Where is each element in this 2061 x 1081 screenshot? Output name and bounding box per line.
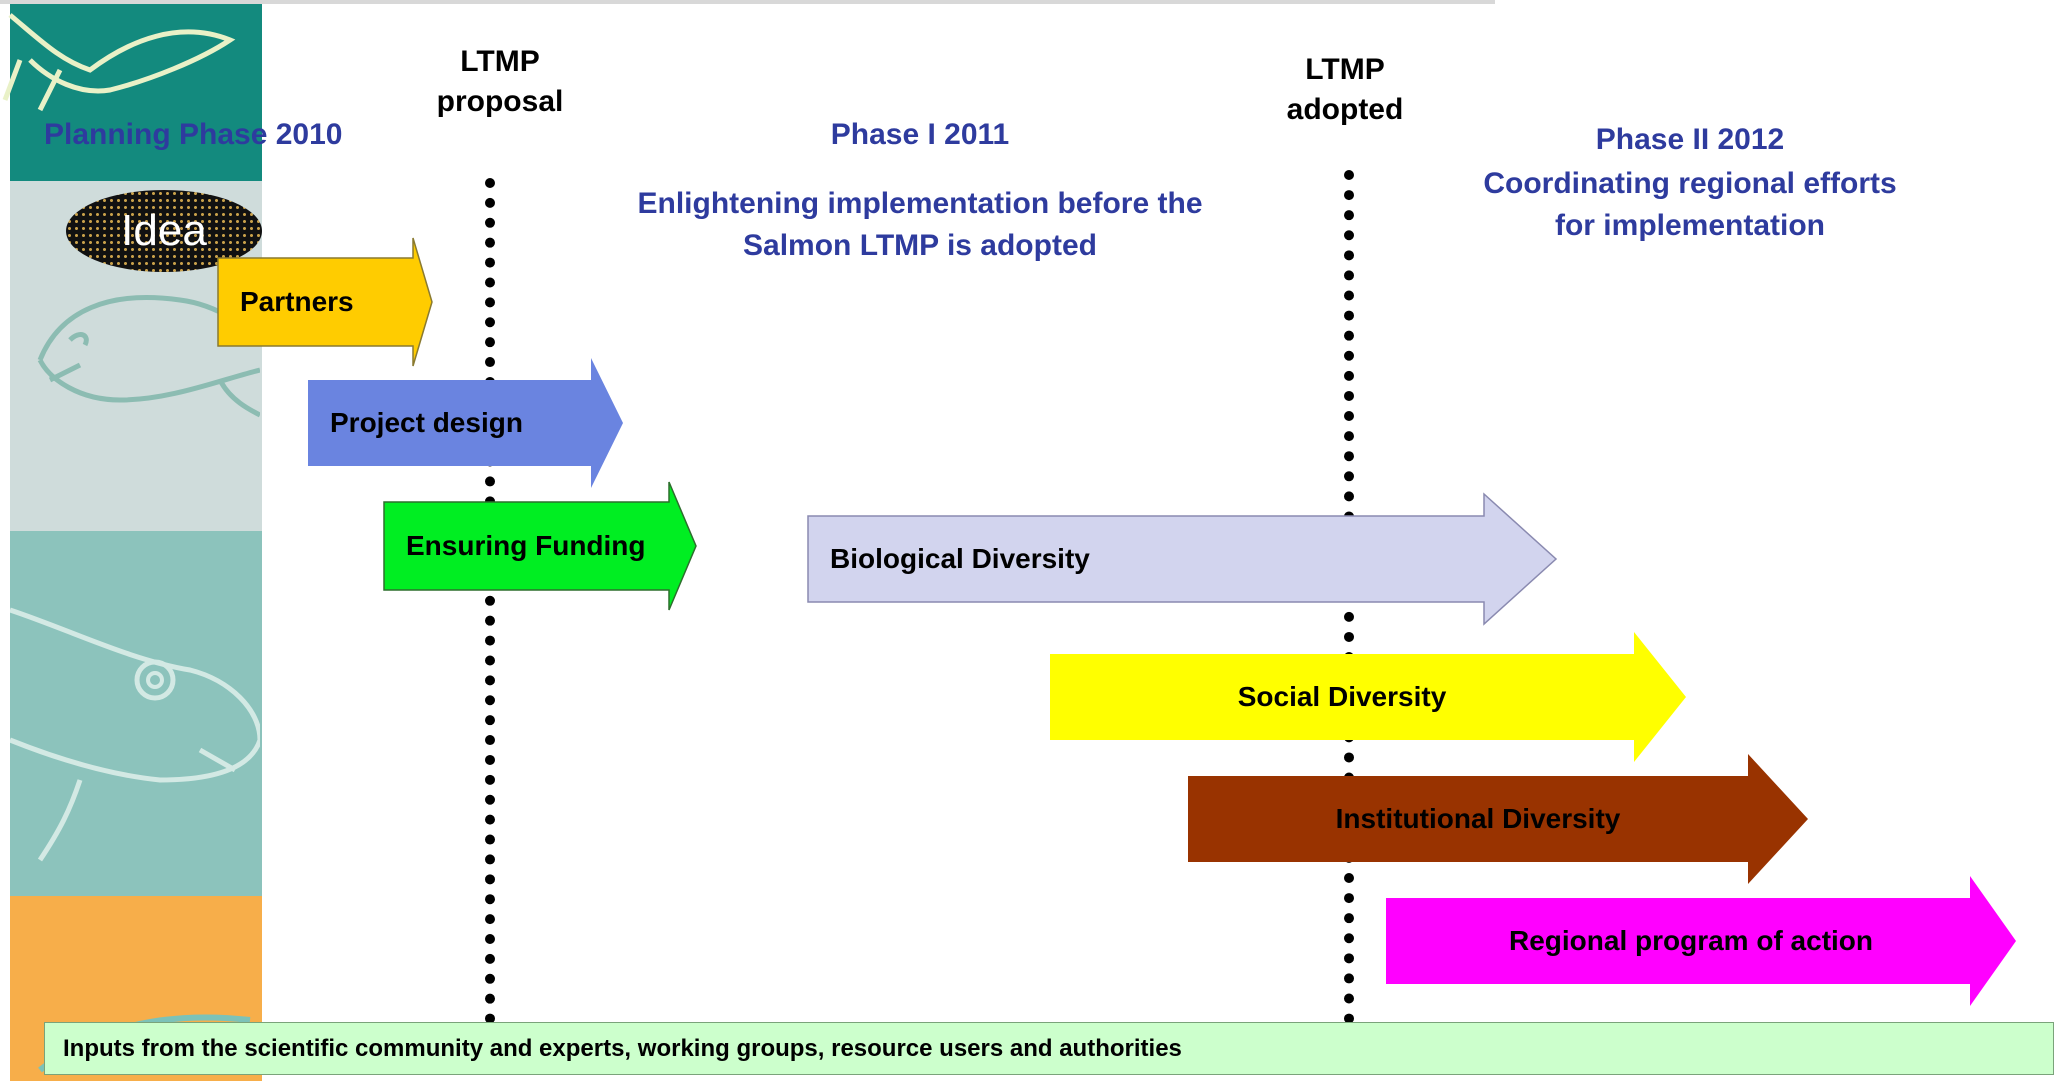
phase2-description: Coordinating regional efforts for implem…: [1483, 167, 1897, 242]
regional-program-label: Regional program of action: [1508, 925, 1874, 956]
biological-diversity-label: Biological Diversity: [830, 543, 1090, 574]
ensuring-funding-arrow: Ensuring Funding: [383, 481, 697, 611]
inputs-bar-text: Inputs from the scientific community and…: [63, 1034, 1182, 1062]
milestone-proposal-label: LTMP proposal: [436, 45, 564, 118]
ensuring-funding-arrow-shape: [383, 481, 697, 611]
institutional-diversity-label: Institutional Diversity: [1335, 803, 1621, 834]
social-diversity-label: Social Diversity: [1237, 681, 1447, 712]
phase2-title: Phase II 2012: [1595, 123, 1785, 156]
biological-diversity-arrow: Biological Diversity: [807, 492, 1558, 626]
partners-arrow: Partners: [217, 237, 433, 367]
fish-icon: [10, 607, 260, 862]
idea-label: Idea: [121, 206, 207, 255]
biological-diversity-arrow-shape: [807, 492, 1558, 626]
idea-oval: [66, 190, 262, 272]
phase1-description: Enlightening implementation before the S…: [637, 187, 1203, 262]
left-band-teal-dark: [0, 0, 262, 181]
institutional-diversity-arrow-shape: [1188, 754, 1808, 884]
salamander-icon: [2, 13, 236, 112]
partners-arrow-shape: [217, 237, 433, 367]
ensuring-funding-label: Ensuring Funding: [406, 530, 646, 561]
left-band-divider: [0, 0, 10, 1081]
institutional-diversity-arrow: Institutional Diversity: [1188, 754, 1808, 884]
project-design-label: Project design: [330, 407, 523, 438]
partners-label: Partners: [240, 286, 354, 317]
project-design-arrow-shape: [308, 358, 623, 488]
phase1-title: Phase I 2011: [830, 118, 1010, 151]
top-rule: [0, 0, 1495, 4]
inputs-bar: Inputs from the scientific community and…: [44, 1022, 2054, 1075]
social-diversity-arrow-shape: [1050, 632, 1686, 762]
regional-program-arrow: Regional program of action: [1386, 876, 2016, 1006]
regional-program-arrow-shape: [1386, 876, 2016, 1006]
left-band-teal: [0, 531, 262, 896]
planning-phase-title: Planning Phase 2010: [44, 118, 343, 151]
proposal-line: [485, 178, 495, 1024]
milestone-adopted-label: LTMP adopted: [1286, 53, 1404, 126]
project-design-arrow: Project design: [308, 358, 623, 488]
social-diversity-arrow: Social Diversity: [1050, 632, 1686, 762]
